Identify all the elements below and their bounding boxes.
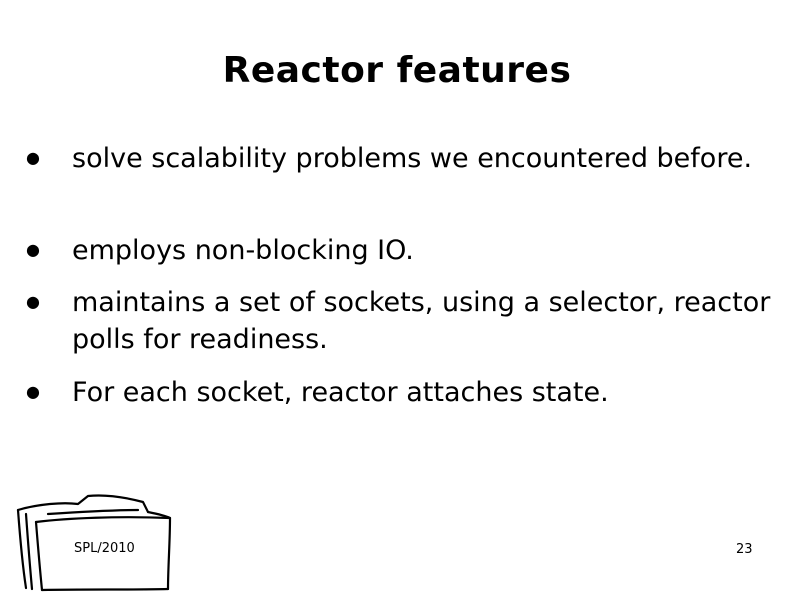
- bullet-marker: ●: [26, 382, 40, 401]
- bullet-marker: ●: [26, 148, 40, 167]
- bullet-marker: ●: [26, 240, 40, 259]
- bullet-text: For each socket, reactor attaches state.: [72, 377, 609, 408]
- bullet-text: solve scalability problems we encountere…: [72, 143, 753, 174]
- bullet-marker: ●: [26, 292, 40, 311]
- slide-title: Reactor features: [222, 50, 572, 91]
- page-number: 23: [736, 542, 753, 557]
- bullet-text: maintains a set of sockets, using a sele…: [72, 287, 771, 355]
- footer-label: SPL/2010: [74, 541, 135, 556]
- bullet-text: employs non-blocking IO.: [72, 235, 414, 266]
- folder-icon: [16, 494, 172, 592]
